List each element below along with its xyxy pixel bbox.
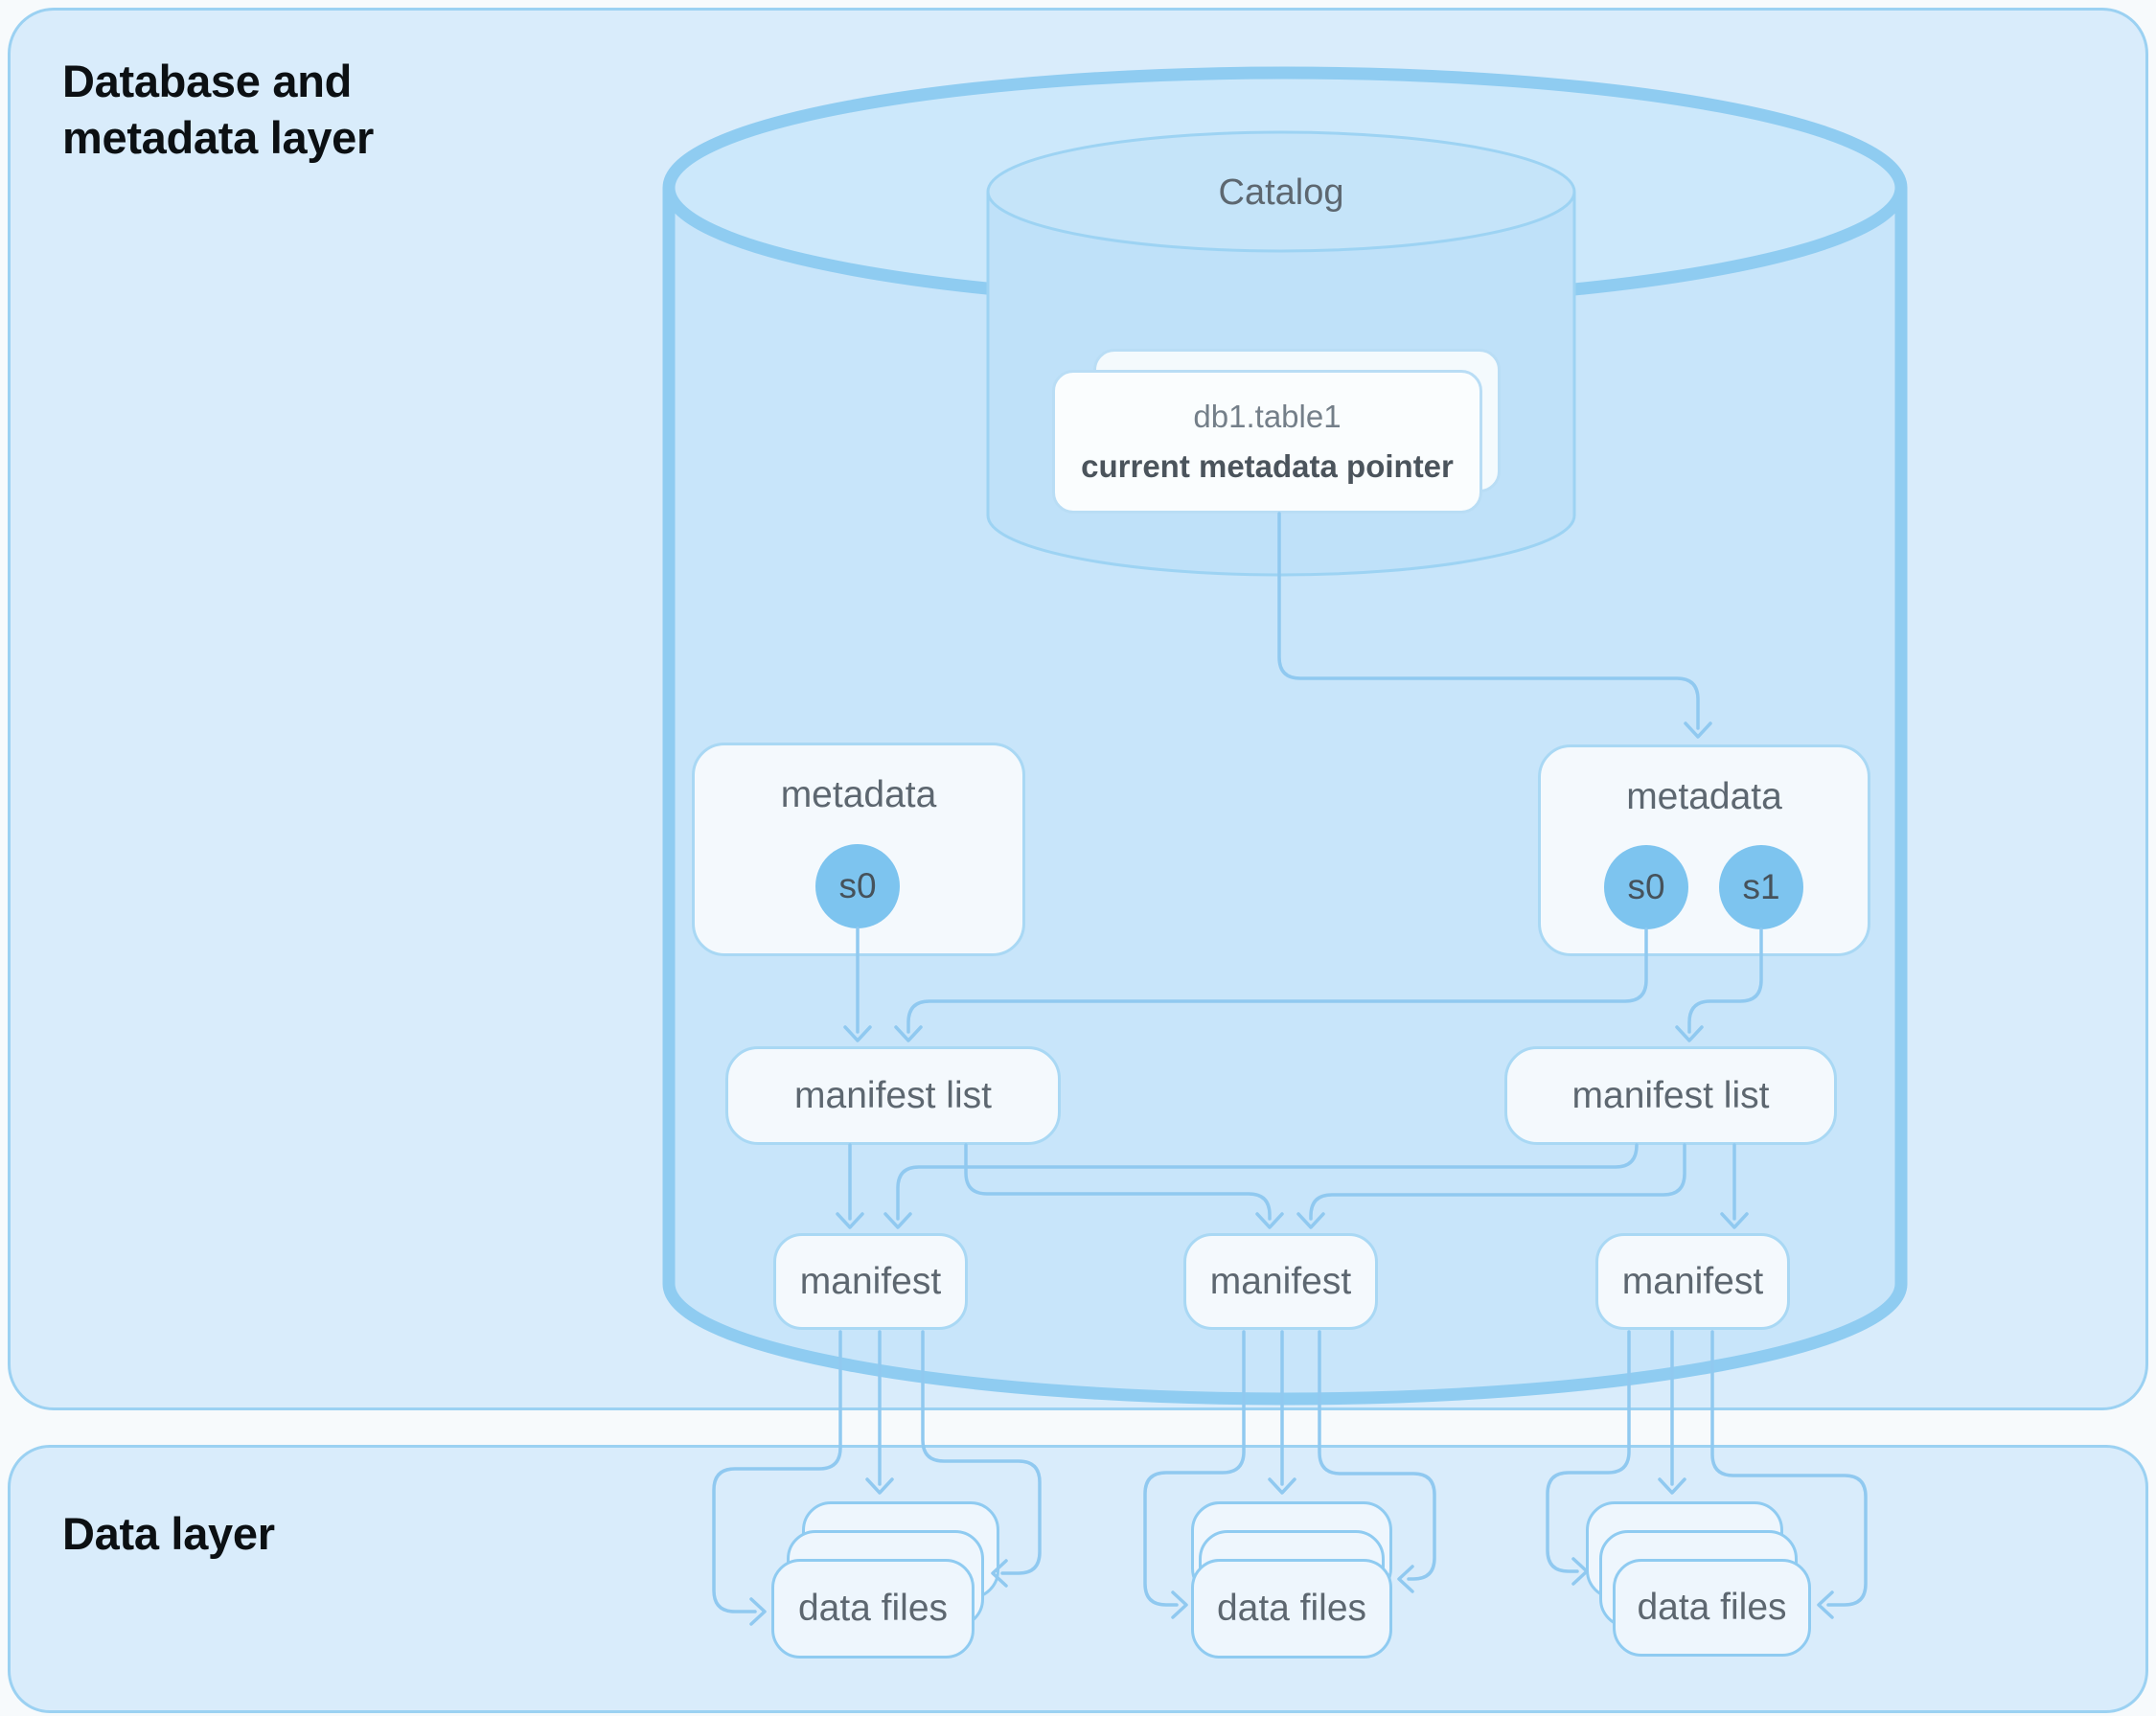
data-files-stack2-label: data files xyxy=(1216,1588,1367,1629)
manifest-1-label: manifest xyxy=(799,1260,942,1302)
manifest-list-1: manifest list xyxy=(725,1046,1061,1145)
manifest-3-label: manifest xyxy=(1621,1260,1764,1302)
pointer-card-table-name: db1.table1 xyxy=(1193,399,1342,434)
data-files-stack3-front: data files xyxy=(1613,1559,1811,1657)
data-layer-card: Data layer xyxy=(8,1445,2148,1713)
manifest-3: manifest xyxy=(1595,1233,1790,1330)
manifest-list-1-label: manifest list xyxy=(794,1074,992,1116)
manifest-2-label: manifest xyxy=(1209,1260,1352,1302)
database-metadata-layer-card: Database and metadata layer xyxy=(8,8,2148,1410)
metadata-pointer-card: db1.table1 current metadata pointer xyxy=(1052,370,1482,514)
snapshot-s1-metadata2: s1 xyxy=(1719,845,1803,929)
data-files-stack1-label: data files xyxy=(797,1588,949,1629)
data-layer-title: Data layer xyxy=(62,1508,275,1559)
manifest-1: manifest xyxy=(773,1233,968,1330)
metadata-file-2: metadata xyxy=(1538,744,1870,956)
snapshot-s0-metadata2: s0 xyxy=(1604,845,1688,929)
metadata-file-2-label: metadata xyxy=(1626,776,1782,817)
manifest-2: manifest xyxy=(1183,1233,1378,1330)
catalog-label: Catalog xyxy=(1218,172,1344,213)
data-files-stack1-front: data files xyxy=(771,1559,975,1659)
metadata-file-1-label: metadata xyxy=(780,774,937,815)
data-files-stack2-front: data files xyxy=(1191,1559,1392,1659)
snapshot-s0-metadata1: s0 xyxy=(815,844,900,928)
manifest-list-2-label: manifest list xyxy=(1571,1074,1770,1116)
database-metadata-layer-title: Database and metadata layer xyxy=(62,56,374,164)
manifest-list-2: manifest list xyxy=(1504,1046,1837,1145)
pointer-card-caption: current metadata pointer xyxy=(1081,448,1454,484)
data-files-stack3-label: data files xyxy=(1637,1587,1787,1628)
